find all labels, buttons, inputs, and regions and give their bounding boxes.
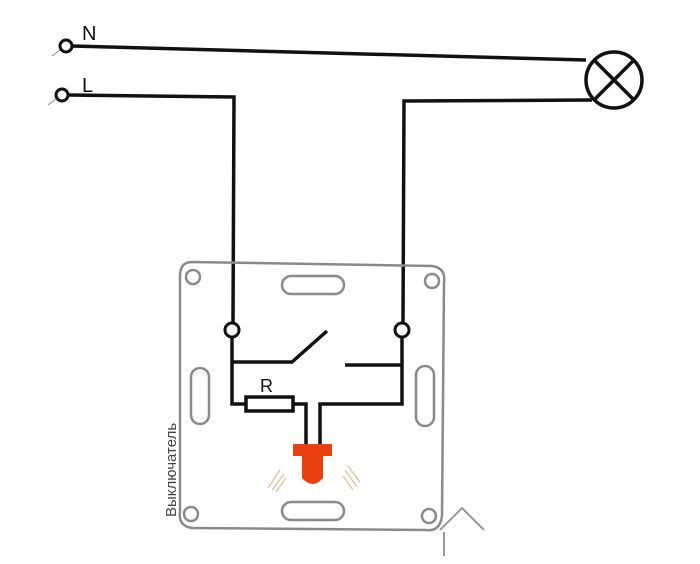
resistor-led-wire (293, 402, 308, 445)
mount-slot (280, 274, 346, 296)
switch-blade (232, 329, 329, 364)
neutral-label: N (82, 23, 96, 45)
switch-plate (178, 260, 446, 532)
line-wire (67, 93, 236, 323)
line-terminal (54, 87, 70, 103)
led-indicator-icon (293, 444, 332, 484)
mount-hole (423, 272, 441, 290)
switch-caption: Выключатель (163, 423, 180, 517)
switch-left-wire (230, 337, 247, 406)
switch-terminal-left (223, 321, 241, 339)
mount-hole (420, 507, 438, 525)
lamp-icon (584, 50, 644, 110)
neutral-wire (71, 44, 587, 62)
mount-slot (280, 500, 346, 522)
switch-right-wire (318, 337, 404, 445)
mount-hole (184, 268, 202, 286)
mount-hole (182, 505, 200, 523)
mount-slot (189, 366, 211, 426)
switch-terminal-right (393, 321, 411, 339)
line-label: L (82, 75, 93, 97)
neutral-terminal (58, 38, 74, 54)
led-glow-icon (267, 465, 361, 493)
mount-slot (414, 364, 436, 428)
lamp-switched-wire (401, 98, 593, 323)
resistor-label: R (260, 376, 273, 396)
watermark-logo (439, 506, 485, 556)
resistor-icon (244, 395, 295, 413)
